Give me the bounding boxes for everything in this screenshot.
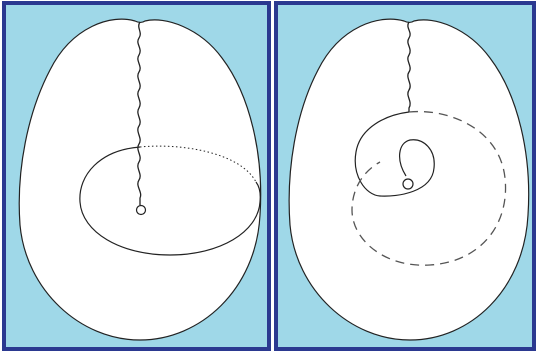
left-panel xyxy=(4,3,269,349)
right-panel xyxy=(276,3,534,349)
right-spiral-center-circle xyxy=(403,179,413,189)
left-crack-end-circle xyxy=(137,206,146,215)
